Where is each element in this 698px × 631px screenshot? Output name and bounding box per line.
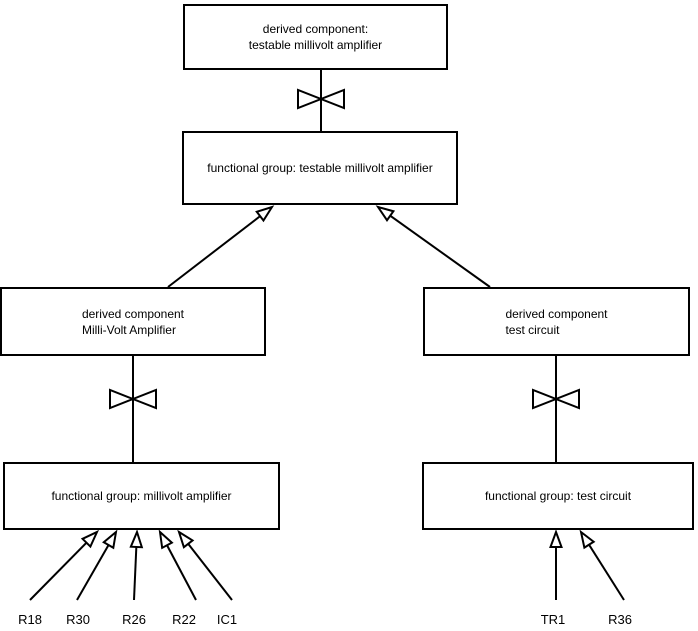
node-label-line1: functional group: test circuit (484, 489, 632, 503)
leaf-label-r18: R18 (18, 612, 42, 627)
bowtie-right-triangle-icon (553, 388, 580, 410)
leaf-label-ic1: IC1 (216, 612, 238, 627)
leaf-label-r26: R26 (122, 612, 146, 627)
arrow-shaft (379, 207, 491, 288)
arrowhead-icon (549, 529, 563, 548)
arrowhead-icon (177, 529, 195, 549)
node-functional-group-millivolt-amplifier[interactable]: functional group: millivolt amplifier (3, 462, 280, 530)
node-label-line1: derived component: (262, 22, 369, 36)
arrowhead-icon (375, 205, 396, 222)
arrow-group (29, 205, 625, 601)
connector-group (109, 70, 580, 462)
bowtie-right-triangle-icon (318, 88, 345, 110)
node-label: functional group: millivolt amplifier (51, 488, 231, 504)
bowtie-left-triangle-icon (297, 88, 324, 110)
arrow-shaft (167, 207, 272, 288)
arrowhead-icon (129, 529, 144, 549)
node-functional-group-testable-millivolt-amplifier[interactable]: functional group: testable millivolt amp… (182, 131, 458, 205)
node-functional-group-test-circuit[interactable]: functional group: test circuit (422, 462, 694, 530)
arrow-shaft (29, 532, 97, 601)
arrowhead-icon (80, 529, 100, 549)
node-label-line2: test circuit (505, 322, 560, 337)
leaf-label-tr1: TR1 (540, 612, 566, 627)
leaf-label-r22: R22 (172, 612, 196, 627)
arrowhead-icon (158, 529, 174, 550)
node-label: derived component: testable millivolt amp… (249, 21, 382, 53)
node-label-line1: functional group: testable millivolt amp… (207, 161, 433, 175)
bowtie-right-triangle-icon (130, 388, 157, 410)
node-label-line1: derived component (505, 306, 608, 321)
node-label-line1: functional group: millivolt amplifier (51, 489, 232, 503)
leaf-label-r30: R30 (66, 612, 90, 627)
node-label-line2: testable millivolt amplifier (248, 38, 383, 52)
arrow-shaft (179, 532, 233, 601)
arrowhead-icon (102, 529, 118, 550)
node-derived-testable-millivolt-amplifier[interactable]: derived component: testable millivolt amp… (183, 4, 448, 70)
node-label-line1: derived component (81, 306, 185, 321)
bowtie-left-triangle-icon (532, 388, 559, 410)
node-label: functional group: testable millivolt amp… (207, 160, 432, 176)
node-label: functional group: test circuit (485, 488, 631, 504)
arrowhead-icon (255, 205, 275, 223)
bowtie-left-triangle-icon (109, 388, 136, 410)
arrowhead-icon (579, 529, 596, 550)
leaf-label-r36: R36 (608, 612, 632, 627)
node-label-line2: Milli-Volt Amplifier (81, 322, 176, 337)
